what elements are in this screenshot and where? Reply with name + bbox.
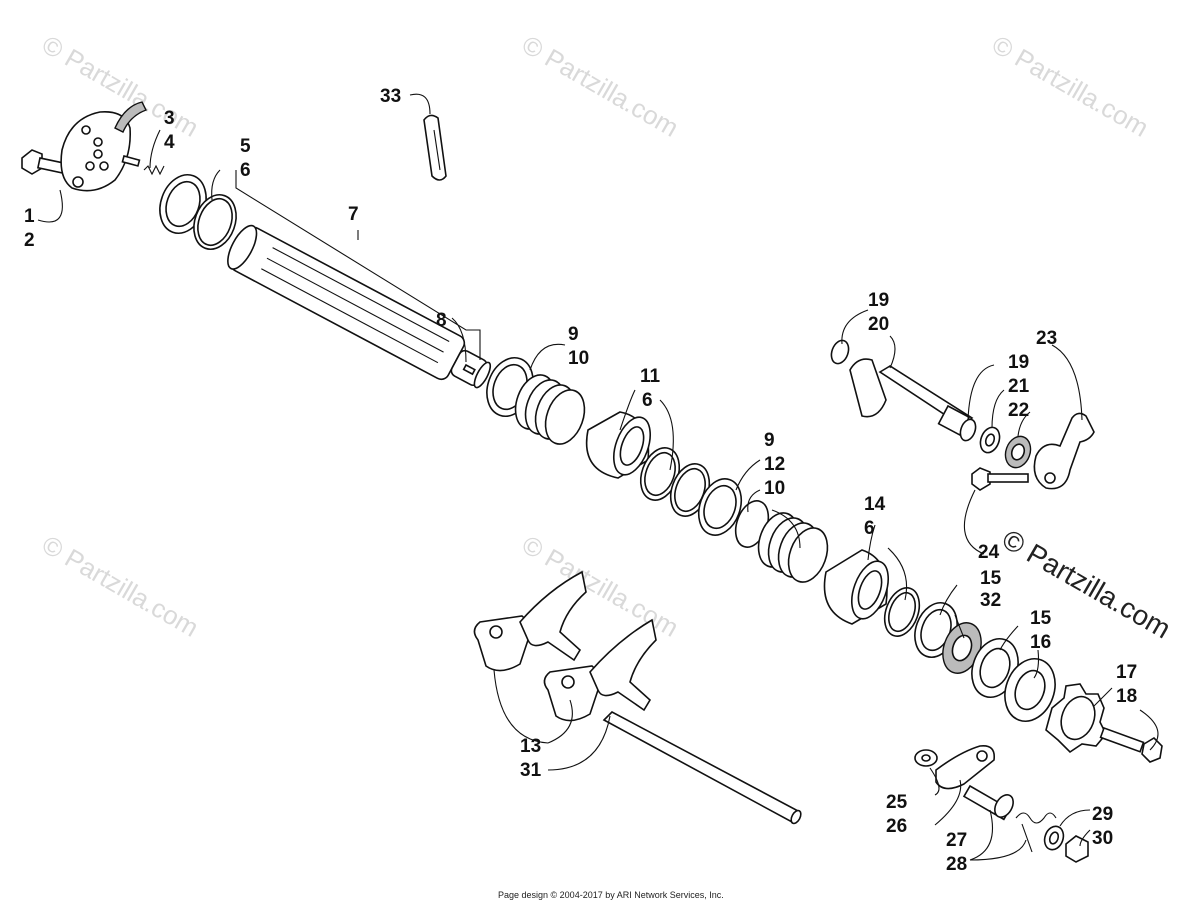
callout-label: 6 bbox=[642, 390, 653, 411]
callout-label: 12 bbox=[764, 454, 785, 475]
shift-drum-part bbox=[227, 224, 492, 389]
shift-cam-part bbox=[585, 411, 652, 479]
callout-label: 6 bbox=[864, 518, 875, 539]
callout-label: 6 bbox=[240, 160, 251, 181]
callout-label: 30 bbox=[1092, 828, 1113, 849]
spring-part bbox=[757, 512, 829, 583]
callout-label: 2 bbox=[24, 230, 35, 251]
callout-label: 9 bbox=[568, 324, 579, 345]
callout-label: 32 bbox=[980, 590, 1001, 611]
footer-copyright: Page design © 2004-2017 by ARI Network S… bbox=[498, 890, 724, 900]
callout-label: 19 bbox=[868, 290, 889, 311]
callout-label: 22 bbox=[1008, 400, 1029, 421]
callout-label: 33 bbox=[380, 86, 401, 107]
callout-label: 16 bbox=[1030, 632, 1051, 653]
stopper-bolt-part bbox=[962, 784, 1014, 821]
watermark-layer: © Partzilla.com © Partzilla.com © Partzi… bbox=[37, 29, 1176, 644]
circlip-part bbox=[959, 418, 977, 442]
callout-label: 21 bbox=[1008, 376, 1030, 397]
callout-label: 24 bbox=[978, 542, 1000, 563]
fork-shaft-part bbox=[602, 711, 802, 825]
gear-part bbox=[1045, 683, 1163, 763]
callout-label: 19 bbox=[1008, 352, 1029, 373]
spring-part bbox=[514, 374, 586, 445]
callout-label: 17 bbox=[1116, 662, 1137, 683]
brand-watermark: © Partzilla.com bbox=[997, 523, 1176, 644]
callout-label: 11 bbox=[640, 366, 661, 387]
spring-part bbox=[143, 164, 165, 176]
callout-label: 13 bbox=[520, 736, 541, 757]
callout-label: 14 bbox=[864, 494, 886, 515]
callout-label: 28 bbox=[946, 854, 967, 875]
callout-label: 8 bbox=[436, 310, 447, 331]
spring-part bbox=[1015, 812, 1057, 853]
pin-part bbox=[462, 363, 476, 376]
callout-label: 25 bbox=[886, 792, 908, 813]
sensor-cover-part bbox=[60, 101, 147, 192]
leader-lines bbox=[37, 93, 1159, 861]
parts-artwork bbox=[21, 101, 1163, 863]
shift-arm-part bbox=[1033, 412, 1095, 490]
bolt-part bbox=[971, 467, 1029, 491]
watermark: © Partzilla.com bbox=[517, 29, 684, 143]
watermark: © Partzilla.com bbox=[987, 29, 1154, 143]
pin-part bbox=[121, 155, 141, 167]
callout-label: 18 bbox=[1116, 686, 1137, 707]
callout-label: 26 bbox=[886, 816, 907, 837]
clip-part bbox=[423, 114, 447, 181]
shift-shaft-part bbox=[830, 339, 974, 437]
callout-label: 3 bbox=[164, 108, 175, 129]
callout-label: 5 bbox=[240, 136, 251, 157]
callout-label: 9 bbox=[764, 430, 775, 451]
callout-label: 29 bbox=[1092, 804, 1113, 825]
callout-labels: 1 2 3 4 5 6 7 8 9 10 11 6 9 12 10 14 6 1… bbox=[24, 86, 1137, 875]
callout-label: 27 bbox=[946, 830, 967, 851]
watermark: © Partzilla.com bbox=[37, 529, 204, 643]
shift-cam-part bbox=[823, 549, 890, 625]
shift-fork-part bbox=[543, 618, 657, 722]
callout-label: 15 bbox=[980, 568, 1002, 589]
nut-part bbox=[1065, 835, 1089, 863]
callout-label: 23 bbox=[1036, 328, 1057, 349]
callout-label: 20 bbox=[868, 314, 889, 335]
shift-fork-part bbox=[473, 570, 587, 672]
callout-label: 7 bbox=[348, 204, 359, 225]
callout-label: 10 bbox=[568, 348, 589, 369]
callout-label: 15 bbox=[1030, 608, 1052, 629]
callout-label: 1 bbox=[24, 206, 35, 227]
callout-label: 31 bbox=[520, 760, 542, 781]
callout-label: 4 bbox=[164, 132, 175, 153]
callout-label: 10 bbox=[764, 478, 785, 499]
